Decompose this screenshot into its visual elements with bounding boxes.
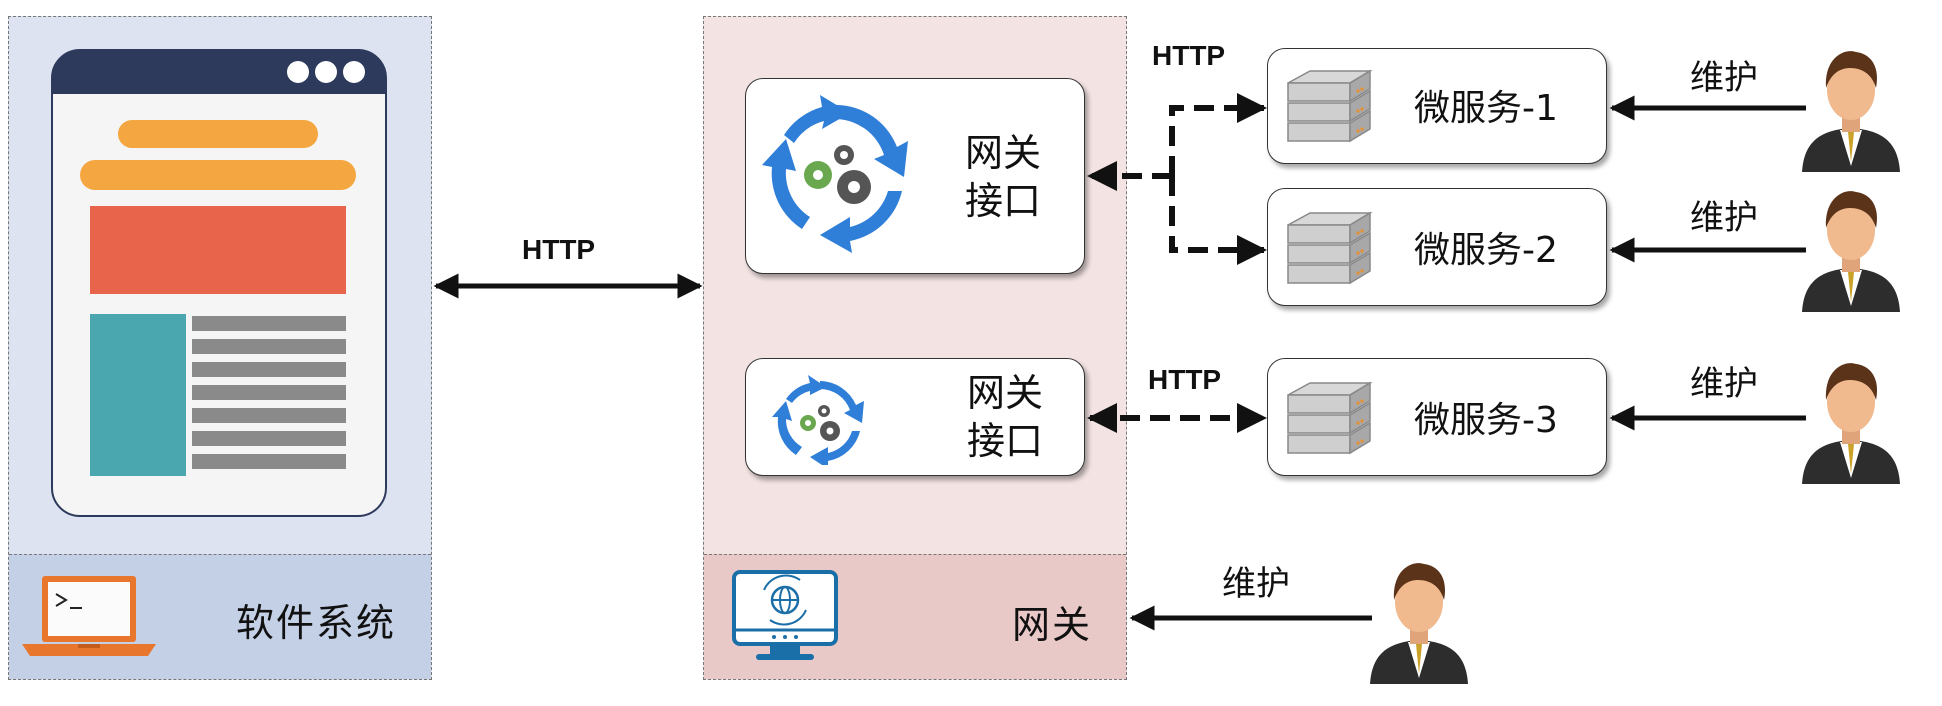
maintain-label-gateway: 维护 bbox=[1222, 564, 1290, 604]
microservice-2-box: 微服务-2 bbox=[1267, 188, 1607, 306]
microservice-3-box: 微服务-3 bbox=[1267, 358, 1607, 476]
browser-window-icon bbox=[51, 49, 387, 517]
terminal-laptop-icon bbox=[22, 576, 156, 656]
businessman-icon bbox=[1802, 363, 1900, 484]
gateway1-service2-arrow bbox=[1169, 176, 1267, 265]
gateway-interface-2: 网关 接口 bbox=[745, 358, 1085, 476]
microservice-1-label: 微服务-1 bbox=[1414, 88, 1558, 129]
microservice-1-box: 微服务-1 bbox=[1267, 48, 1607, 164]
businessman-icon bbox=[1802, 51, 1900, 172]
maintain-label-3: 维护 bbox=[1690, 364, 1758, 404]
gateway-interface-1-label: 网关 接口 bbox=[964, 131, 1041, 223]
microservice-3-label: 微服务-3 bbox=[1414, 400, 1558, 441]
gateway1-service1-arrow bbox=[1169, 93, 1267, 176]
maintain-label-2: 维护 bbox=[1690, 198, 1758, 238]
microservice-2-label: 微服务-2 bbox=[1414, 230, 1558, 271]
http-label-client: HTTP bbox=[522, 234, 596, 265]
server-rack-icon bbox=[1287, 69, 1373, 143]
gateway-title: 网关 bbox=[1012, 603, 1093, 647]
http-label-top: HTTP bbox=[1152, 40, 1226, 71]
server-rack-icon bbox=[1287, 381, 1373, 455]
gateway-interface-2-label: 网关 接口 bbox=[966, 371, 1043, 463]
businessman-icon bbox=[1802, 191, 1900, 312]
gateway-interface-1: 网关 接口 bbox=[745, 78, 1085, 274]
maintain-label-1: 维护 bbox=[1690, 58, 1758, 98]
gear-cycle-icon bbox=[772, 375, 864, 465]
server-rack-icon bbox=[1287, 211, 1373, 285]
http-label-bottom: HTTP bbox=[1148, 364, 1222, 395]
software-system-title: 软件系统 bbox=[236, 601, 397, 645]
monitor-globe-icon bbox=[732, 570, 838, 660]
gear-cycle-icon bbox=[762, 95, 908, 253]
businessman-icon bbox=[1370, 563, 1468, 684]
